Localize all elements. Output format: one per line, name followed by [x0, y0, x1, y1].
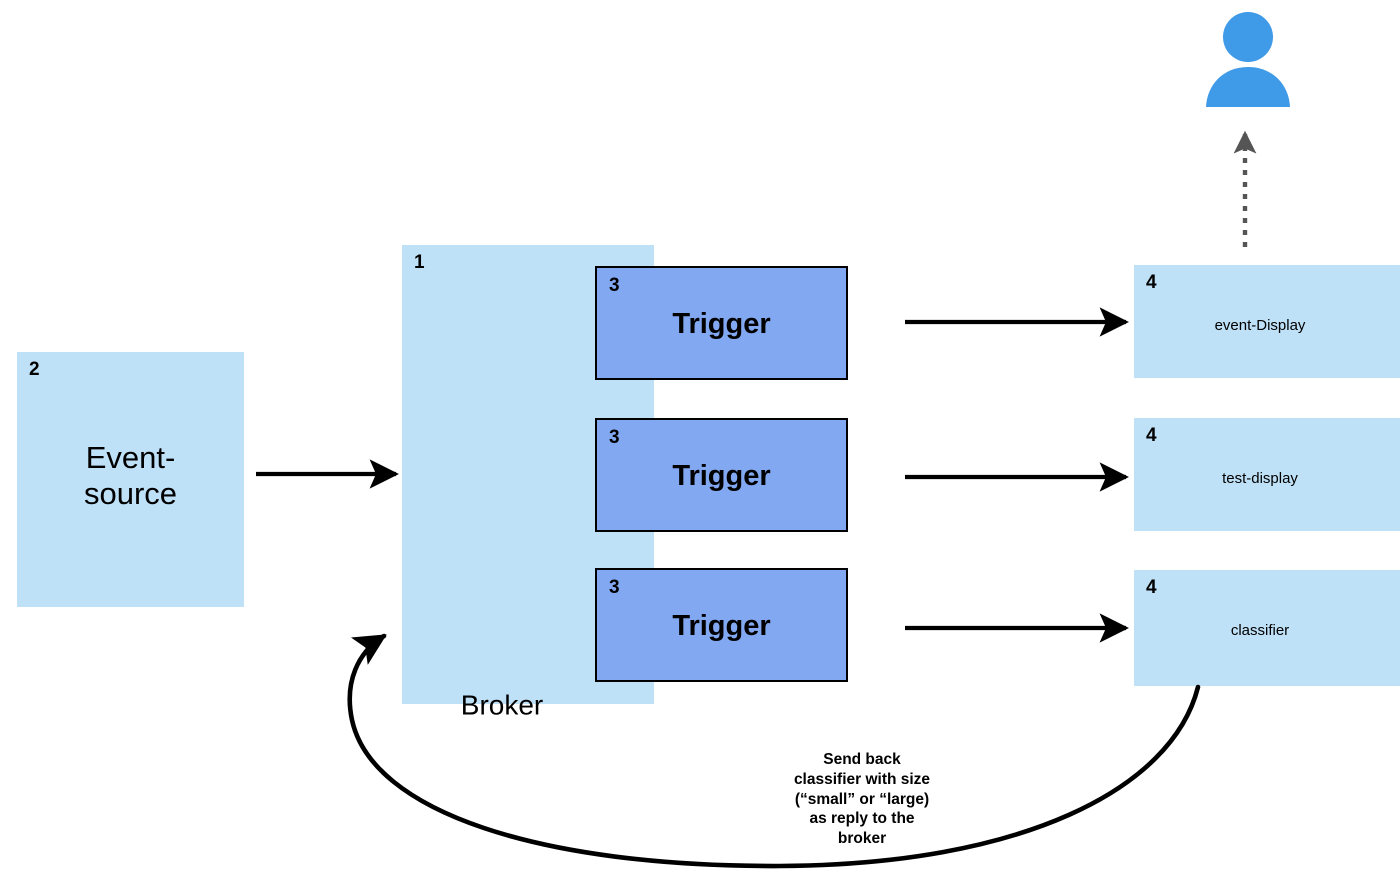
reply-caption: Send back classifier with size (“small” … — [747, 750, 977, 849]
sink-box-test-display[interactable]: 4 test-display — [1134, 418, 1400, 531]
sink-box-event-display[interactable]: 4 event-Display — [1134, 265, 1400, 378]
event-source-box[interactable]: 2 Event- source — [17, 352, 244, 607]
trigger-2-step-number: 3 — [609, 427, 620, 448]
person-icon-svg — [1206, 12, 1290, 107]
person-icon — [1203, 10, 1293, 110]
trigger-box-3[interactable]: 3 Trigger — [595, 568, 848, 682]
sink-3-label: classifier — [1230, 622, 1290, 639]
reply-caption-line-1: Send back — [823, 751, 901, 768]
reply-caption-line-2: classifier with size — [793, 770, 931, 788]
reply-caption-line-5: broker — [837, 830, 887, 848]
trigger-box-2[interactable]: 3 Trigger — [595, 418, 848, 532]
event-source-label-line2: source — [83, 476, 178, 511]
trigger-3-step-number: 3 — [609, 577, 620, 598]
sink-2-step-number: 4 — [1146, 425, 1157, 446]
trigger-1-label: Trigger — [672, 308, 771, 340]
trigger-3-label: Trigger — [672, 610, 771, 642]
trigger-1-step-number: 3 — [609, 275, 620, 296]
event-source-label-line1: Event- — [85, 440, 176, 475]
sink-box-classifier[interactable]: 4 classifier — [1134, 570, 1400, 686]
reply-caption-line-4: as reply to the — [809, 810, 915, 828]
event-source-step-number: 2 — [29, 359, 40, 380]
broker-step-number: 1 — [414, 252, 425, 273]
reply-caption-line-3: (“small” or “large) — [794, 790, 930, 808]
sink-1-step-number: 4 — [1146, 272, 1157, 293]
sink-3-step-number: 4 — [1146, 577, 1157, 598]
trigger-2-label: Trigger — [672, 460, 771, 492]
sink-2-label: test-display — [1222, 470, 1298, 487]
broker-label: Broker — [460, 689, 544, 721]
trigger-box-1[interactable]: 3 Trigger — [595, 266, 848, 380]
sink-1-label: event-Display — [1214, 317, 1306, 334]
